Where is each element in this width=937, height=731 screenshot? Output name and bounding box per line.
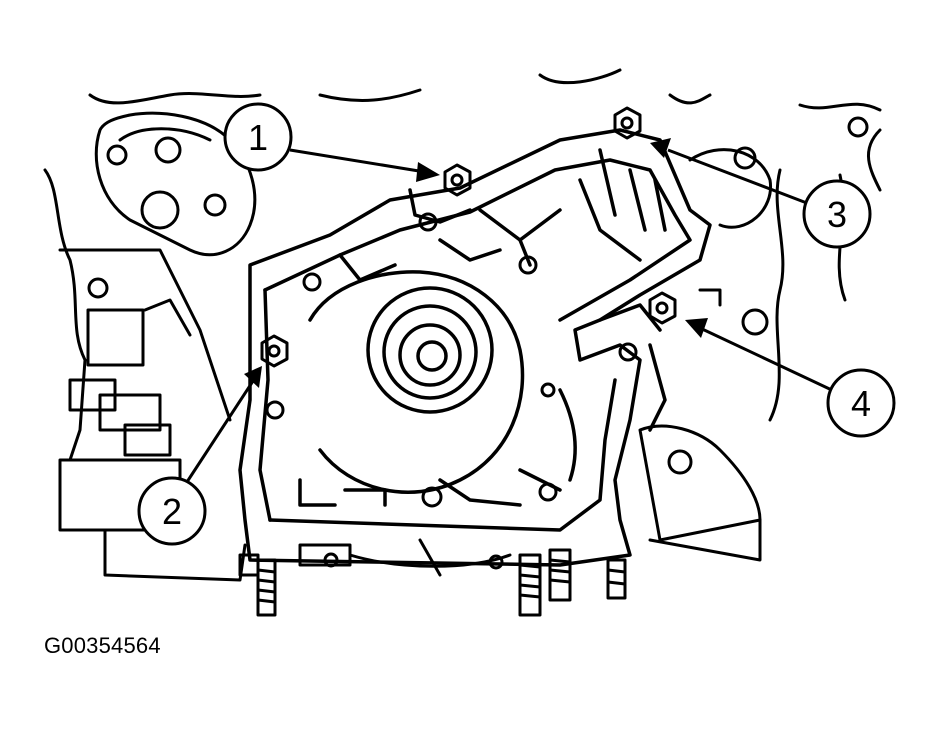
bolt-1-head — [443, 163, 472, 197]
upper-left-plate — [94, 111, 257, 257]
callout-1-circle — [223, 102, 293, 172]
callout-4: 4 — [826, 368, 896, 438]
callout-leaders — [183, 148, 837, 486]
callout-2-label: 2 — [162, 491, 182, 532]
callout-1: 1 — [223, 102, 293, 172]
oil-pan-studs — [238, 538, 627, 617]
leader-1 — [289, 148, 426, 174]
figure-id-label: G00354564 — [44, 633, 161, 658]
oil-pump-housing — [238, 128, 712, 567]
callout-3: 3 — [802, 179, 872, 249]
leader-2 — [183, 377, 257, 486]
pump-bolt-holes — [265, 212, 638, 570]
arrowhead-1 — [416, 162, 440, 182]
callout-1-label: 1 — [248, 117, 268, 158]
bolt-4-head — [648, 291, 677, 325]
callout-2: 2 — [137, 476, 207, 546]
right-block-structure — [638, 116, 869, 562]
bolt-3-head — [613, 106, 642, 140]
callout-4-label: 4 — [851, 383, 871, 424]
arrowhead-2 — [244, 366, 262, 388]
callout-3-circle — [802, 179, 872, 249]
bolt-2-head — [260, 334, 289, 368]
callout-arrowheads — [244, 138, 708, 388]
callout-3-label: 3 — [827, 194, 847, 235]
callout-4-circle — [826, 368, 896, 438]
arrowhead-4 — [685, 318, 708, 338]
arrowhead-3 — [650, 138, 671, 158]
callout-2-circle — [137, 476, 207, 546]
leader-3 — [667, 148, 813, 207]
leader-4 — [699, 326, 837, 394]
